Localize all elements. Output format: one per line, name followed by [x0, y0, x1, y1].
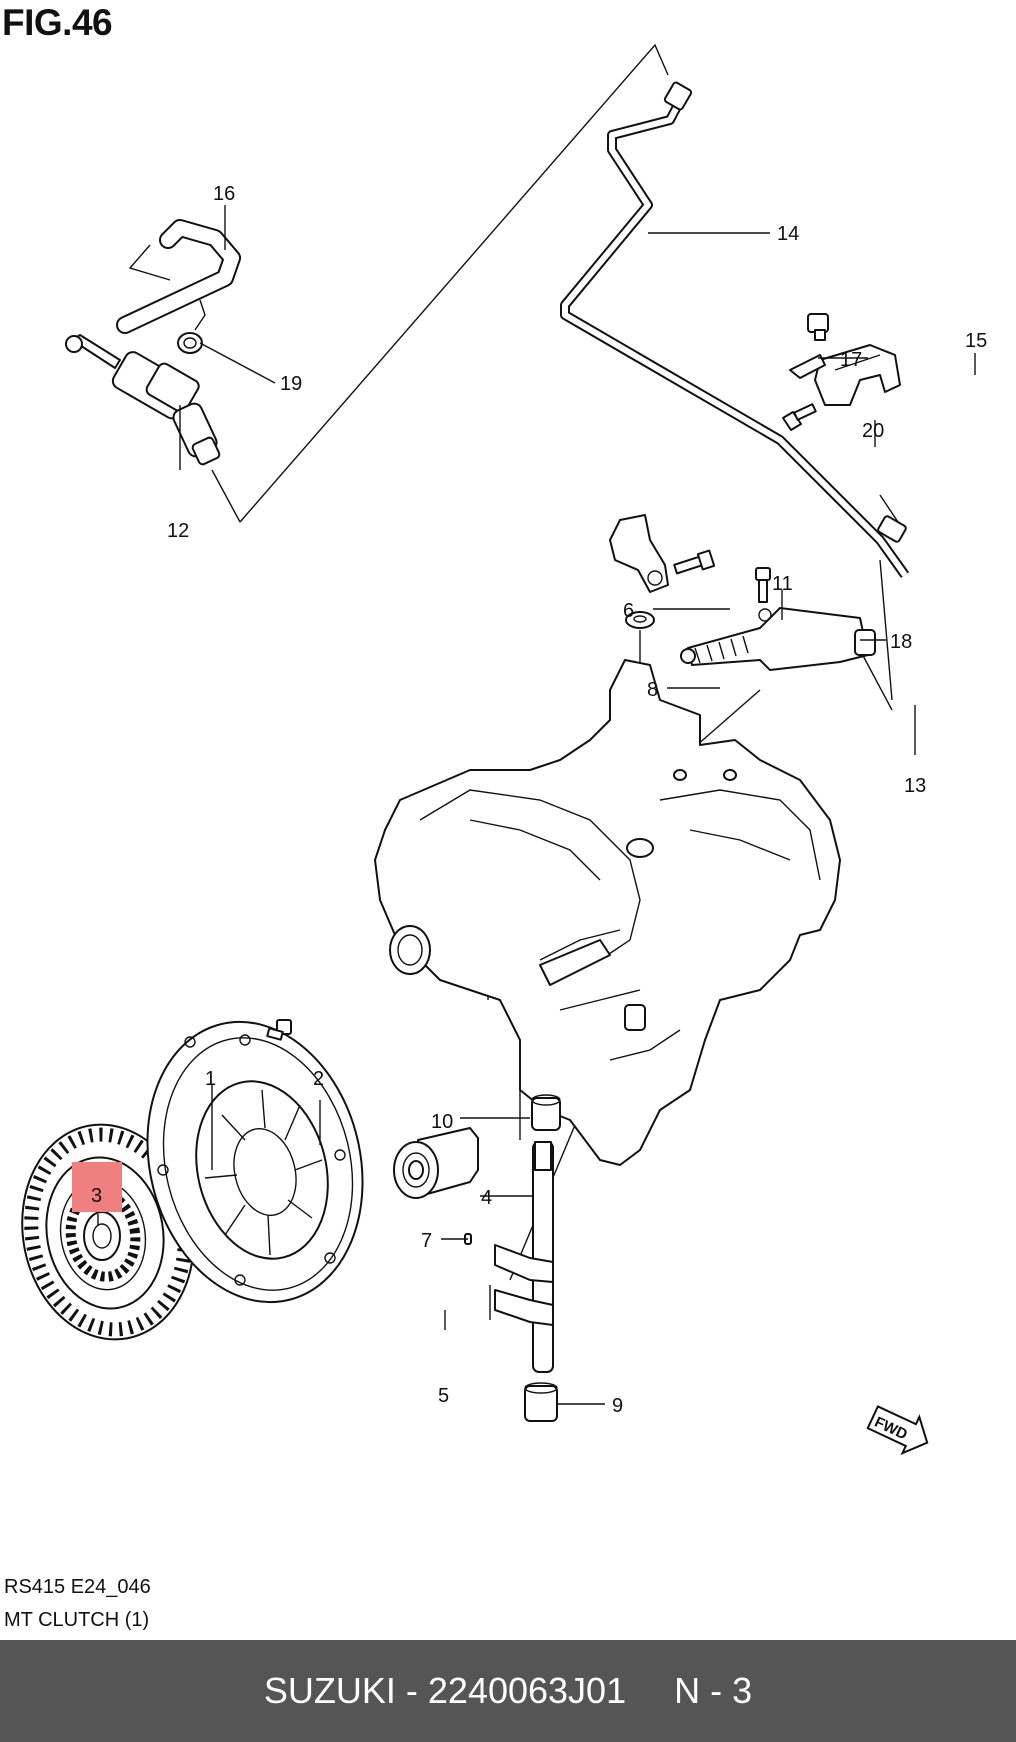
leader-lines — [97, 205, 976, 1405]
fork-seal — [625, 611, 655, 629]
callout-11: 11 — [772, 573, 793, 595]
brand-part-number: SUZUKI - 2240063J01 — [263, 1670, 627, 1711]
callout-7: 7 — [421, 1230, 432, 1252]
callout-17: 17 — [840, 349, 862, 371]
fork-bolt — [673, 549, 716, 575]
release-bearing — [393, 1127, 479, 1199]
callout-3: 3 — [91, 1185, 102, 1207]
clutch-exploded-diagram: FWD 1 2 3 4 5 6 7 8 9 10 11 — [21, 43, 987, 1456]
callout-4: 4 — [481, 1187, 492, 1209]
release-shaft — [494, 1141, 554, 1373]
callout-3-highlight — [72, 1162, 122, 1212]
clutch-release-cylinder — [680, 607, 876, 671]
pipe-bracket — [789, 344, 901, 406]
callout-19: 19 — [280, 373, 302, 395]
figure-name: MT CLUTCH (1) — [4, 1609, 150, 1631]
part-number-bar: SUZUKI - 2240063J01 N - 3 — [0, 1640, 1016, 1742]
release-fork — [609, 514, 669, 593]
clutch-hose — [116, 219, 241, 334]
callout-6: 6 — [623, 600, 634, 622]
fwd-arrow-icon: FWD — [866, 1405, 929, 1456]
cover-bolt — [266, 1019, 292, 1041]
callout-12: 12 — [167, 520, 189, 542]
lower-bush — [524, 1382, 558, 1422]
part-reference: N - 3 — [674, 1670, 753, 1711]
hose-clamp — [177, 332, 203, 354]
clutch-pipe — [560, 81, 910, 578]
callout-8: 8 — [647, 679, 658, 701]
figure-title: FIG.46 — [2, 2, 113, 43]
clutch-cover — [146, 1020, 364, 1304]
pipe-clip — [807, 313, 829, 341]
callout-2: 2 — [313, 1068, 324, 1090]
callout-10: 10 — [431, 1111, 453, 1133]
callout-13: 13 — [904, 775, 926, 797]
transmission-case — [374, 659, 841, 1166]
callout-16: 16 — [213, 183, 235, 205]
figure-code: RS415 E24_046 — [4, 1576, 151, 1598]
callout-20: 20 — [862, 420, 884, 442]
bracket-bolt — [782, 403, 817, 431]
callout-18: 18 — [890, 631, 912, 653]
clutch-master-cylinder — [65, 334, 221, 466]
cylinder-bolt — [755, 567, 771, 603]
callout-5: 5 — [438, 1385, 449, 1407]
upper-bush — [531, 1094, 561, 1131]
callout-9: 9 — [612, 1395, 623, 1417]
callout-numbers: 1 2 3 4 5 6 7 8 9 10 11 12 13 14 15 16 1… — [91, 183, 987, 1417]
callout-14: 14 — [777, 223, 799, 245]
callout-15: 15 — [965, 330, 987, 352]
callout-1: 1 — [205, 1068, 216, 1090]
